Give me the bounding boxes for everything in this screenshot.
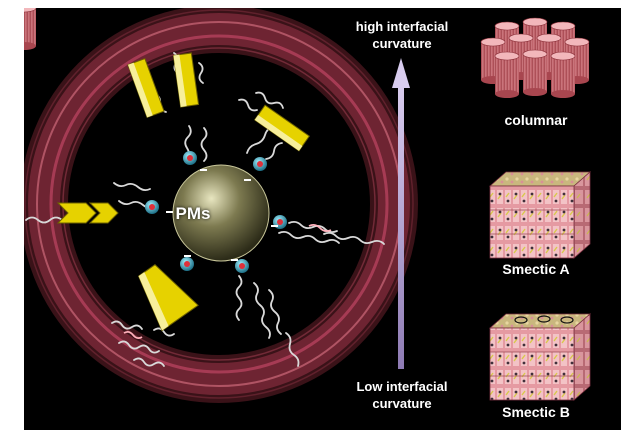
mesogen-rods — [56, 52, 310, 332]
columnar-label: columnar — [504, 112, 568, 128]
cation-heads — [145, 151, 287, 273]
smectic-a-label: Smectic A — [502, 261, 570, 277]
figure-panel: PMs high interfacial curvature Low inter… — [24, 8, 621, 430]
smectic-b-phase-image — [488, 313, 592, 401]
schematic-canvas — [24, 8, 592, 403]
core-label: PMs — [175, 204, 211, 223]
curvature-arrow — [392, 58, 410, 369]
columnar-phase-image — [24, 8, 590, 99]
smectic-b-label: Smectic B — [502, 404, 570, 420]
pink-chain-segments — [123, 223, 332, 340]
smectic-a-phase-image — [488, 171, 592, 259]
high-curvature-label: high interfacial curvature — [355, 19, 449, 51]
low-curvature-label: Low interfacial curvature — [356, 379, 448, 411]
anion-charges — [166, 169, 278, 261]
